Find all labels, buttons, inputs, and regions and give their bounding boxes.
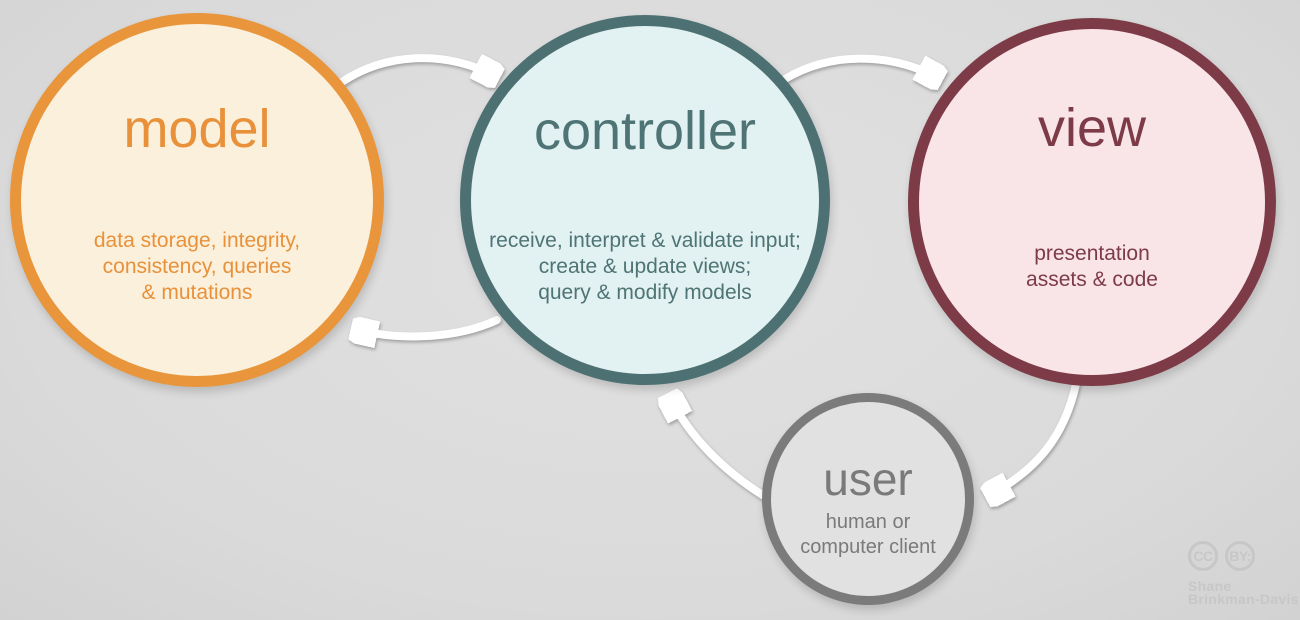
- node-user-title: user: [823, 453, 913, 505]
- node-model-desc-line: & mutations: [141, 281, 253, 304]
- node-view-title: view: [1037, 98, 1147, 158]
- node-model-desc-line: consistency, queries: [102, 255, 292, 278]
- node-view-description: presentation assets & code: [919, 241, 1265, 293]
- cc-icon: CC: [1188, 541, 1218, 571]
- node-model-description: data storage, integrity, consistency, qu…: [21, 228, 373, 306]
- node-user-desc-line: human or: [825, 511, 911, 533]
- node-view-circle: view presentation assets & code: [908, 18, 1276, 386]
- node-view-desc-line: presentation: [1034, 242, 1150, 265]
- node-controller-title: controller: [533, 101, 757, 161]
- author-name: Shane Brinkman-Davis: [1188, 578, 1299, 607]
- arrow-user-to-controller: [670, 398, 768, 500]
- node-model-circle: model data storage, integrity, consisten…: [10, 13, 384, 387]
- arrow-controller-to-model: [356, 320, 501, 336]
- node-model-title: model: [123, 99, 271, 159]
- node-controller-circle: controller receive, interpret & validate…: [460, 15, 830, 385]
- node-controller-desc-line: create & update views;: [538, 255, 752, 278]
- arrow-view-to-user: [990, 380, 1080, 495]
- node-user-circle: user human or computer client: [762, 393, 974, 605]
- node-controller-desc-line: query & modify models: [538, 281, 752, 304]
- license-attribution: CC BY: Shane Brinkman-Davis: [1188, 541, 1299, 606]
- author-name-line: Brinkman-Davis: [1188, 591, 1299, 607]
- arrow-model-to-controller: [335, 58, 495, 84]
- node-user-desc-line: computer client: [800, 536, 936, 558]
- node-controller-desc-line: receive, interpret & validate input;: [489, 229, 801, 252]
- by-icon: BY:: [1225, 541, 1255, 571]
- arrow-controller-to-view: [781, 54, 938, 79]
- license-badges: CC BY:: [1188, 541, 1299, 571]
- node-view-desc-line: assets & code: [1026, 268, 1158, 291]
- node-model-desc-line: data storage, integrity,: [93, 229, 301, 252]
- node-user-description: human or computer client: [771, 510, 965, 560]
- author-name-line: Shane: [1188, 578, 1232, 594]
- node-controller-description: receive, interpret & validate input; cre…: [471, 228, 819, 306]
